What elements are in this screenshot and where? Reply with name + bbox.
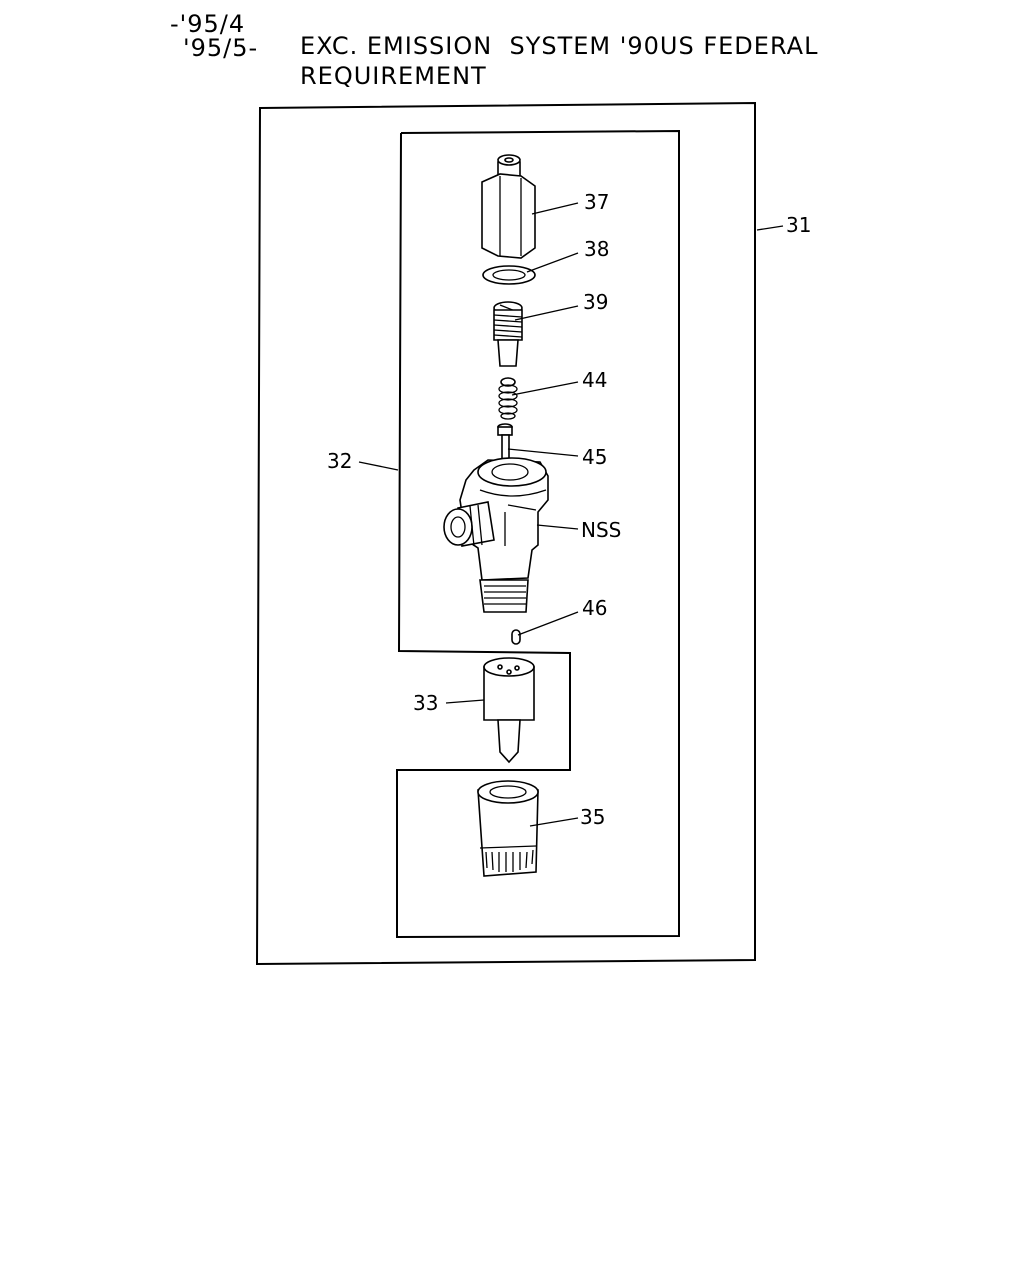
leader-31 [756,225,784,231]
assembly-frame-31 [255,101,756,966]
part-39-delivery-valve [493,301,523,367]
callout-44: 44 [582,368,607,392]
part-44-spring [498,377,518,420]
callout-37: 37 [584,190,609,214]
callout-35: 35 [580,805,605,829]
holder-frame-32 [396,129,680,939]
leader-45 [507,448,579,457]
callout-32: 32 [327,449,352,473]
header-date-range-line1: -'95/4 [170,10,246,38]
part-33-nozzle [483,657,535,764]
part-37-hex-nut [481,154,536,259]
leader-46 [517,611,579,636]
callout-31: 31 [786,213,811,237]
leader-37 [531,202,579,215]
leader-33 [445,699,485,704]
callout-33: 33 [413,691,438,715]
leader-44 [511,381,579,396]
leader-nss [536,524,579,530]
callout-45: 45 [582,445,607,469]
callout-nss: NSS [581,518,621,542]
part-38-washer [482,265,536,285]
leader-35 [529,817,579,827]
leader-32 [358,461,399,471]
callout-38: 38 [584,237,609,261]
leader-39 [514,305,579,321]
part-46-small-pin [511,629,521,645]
header-condition-text: EXC. EMISSION SYSTEM '90US FEDERAL [300,32,819,60]
part-35-retaining-nut [477,780,539,877]
callout-39: 39 [583,290,608,314]
part-nss-holder-body [443,457,549,613]
header-date-range-line2: '95/5- [183,34,259,62]
leader-38 [526,252,579,273]
callout-46: 46 [582,596,607,620]
header-condition-text-2: REQUIREMENT [300,62,487,90]
